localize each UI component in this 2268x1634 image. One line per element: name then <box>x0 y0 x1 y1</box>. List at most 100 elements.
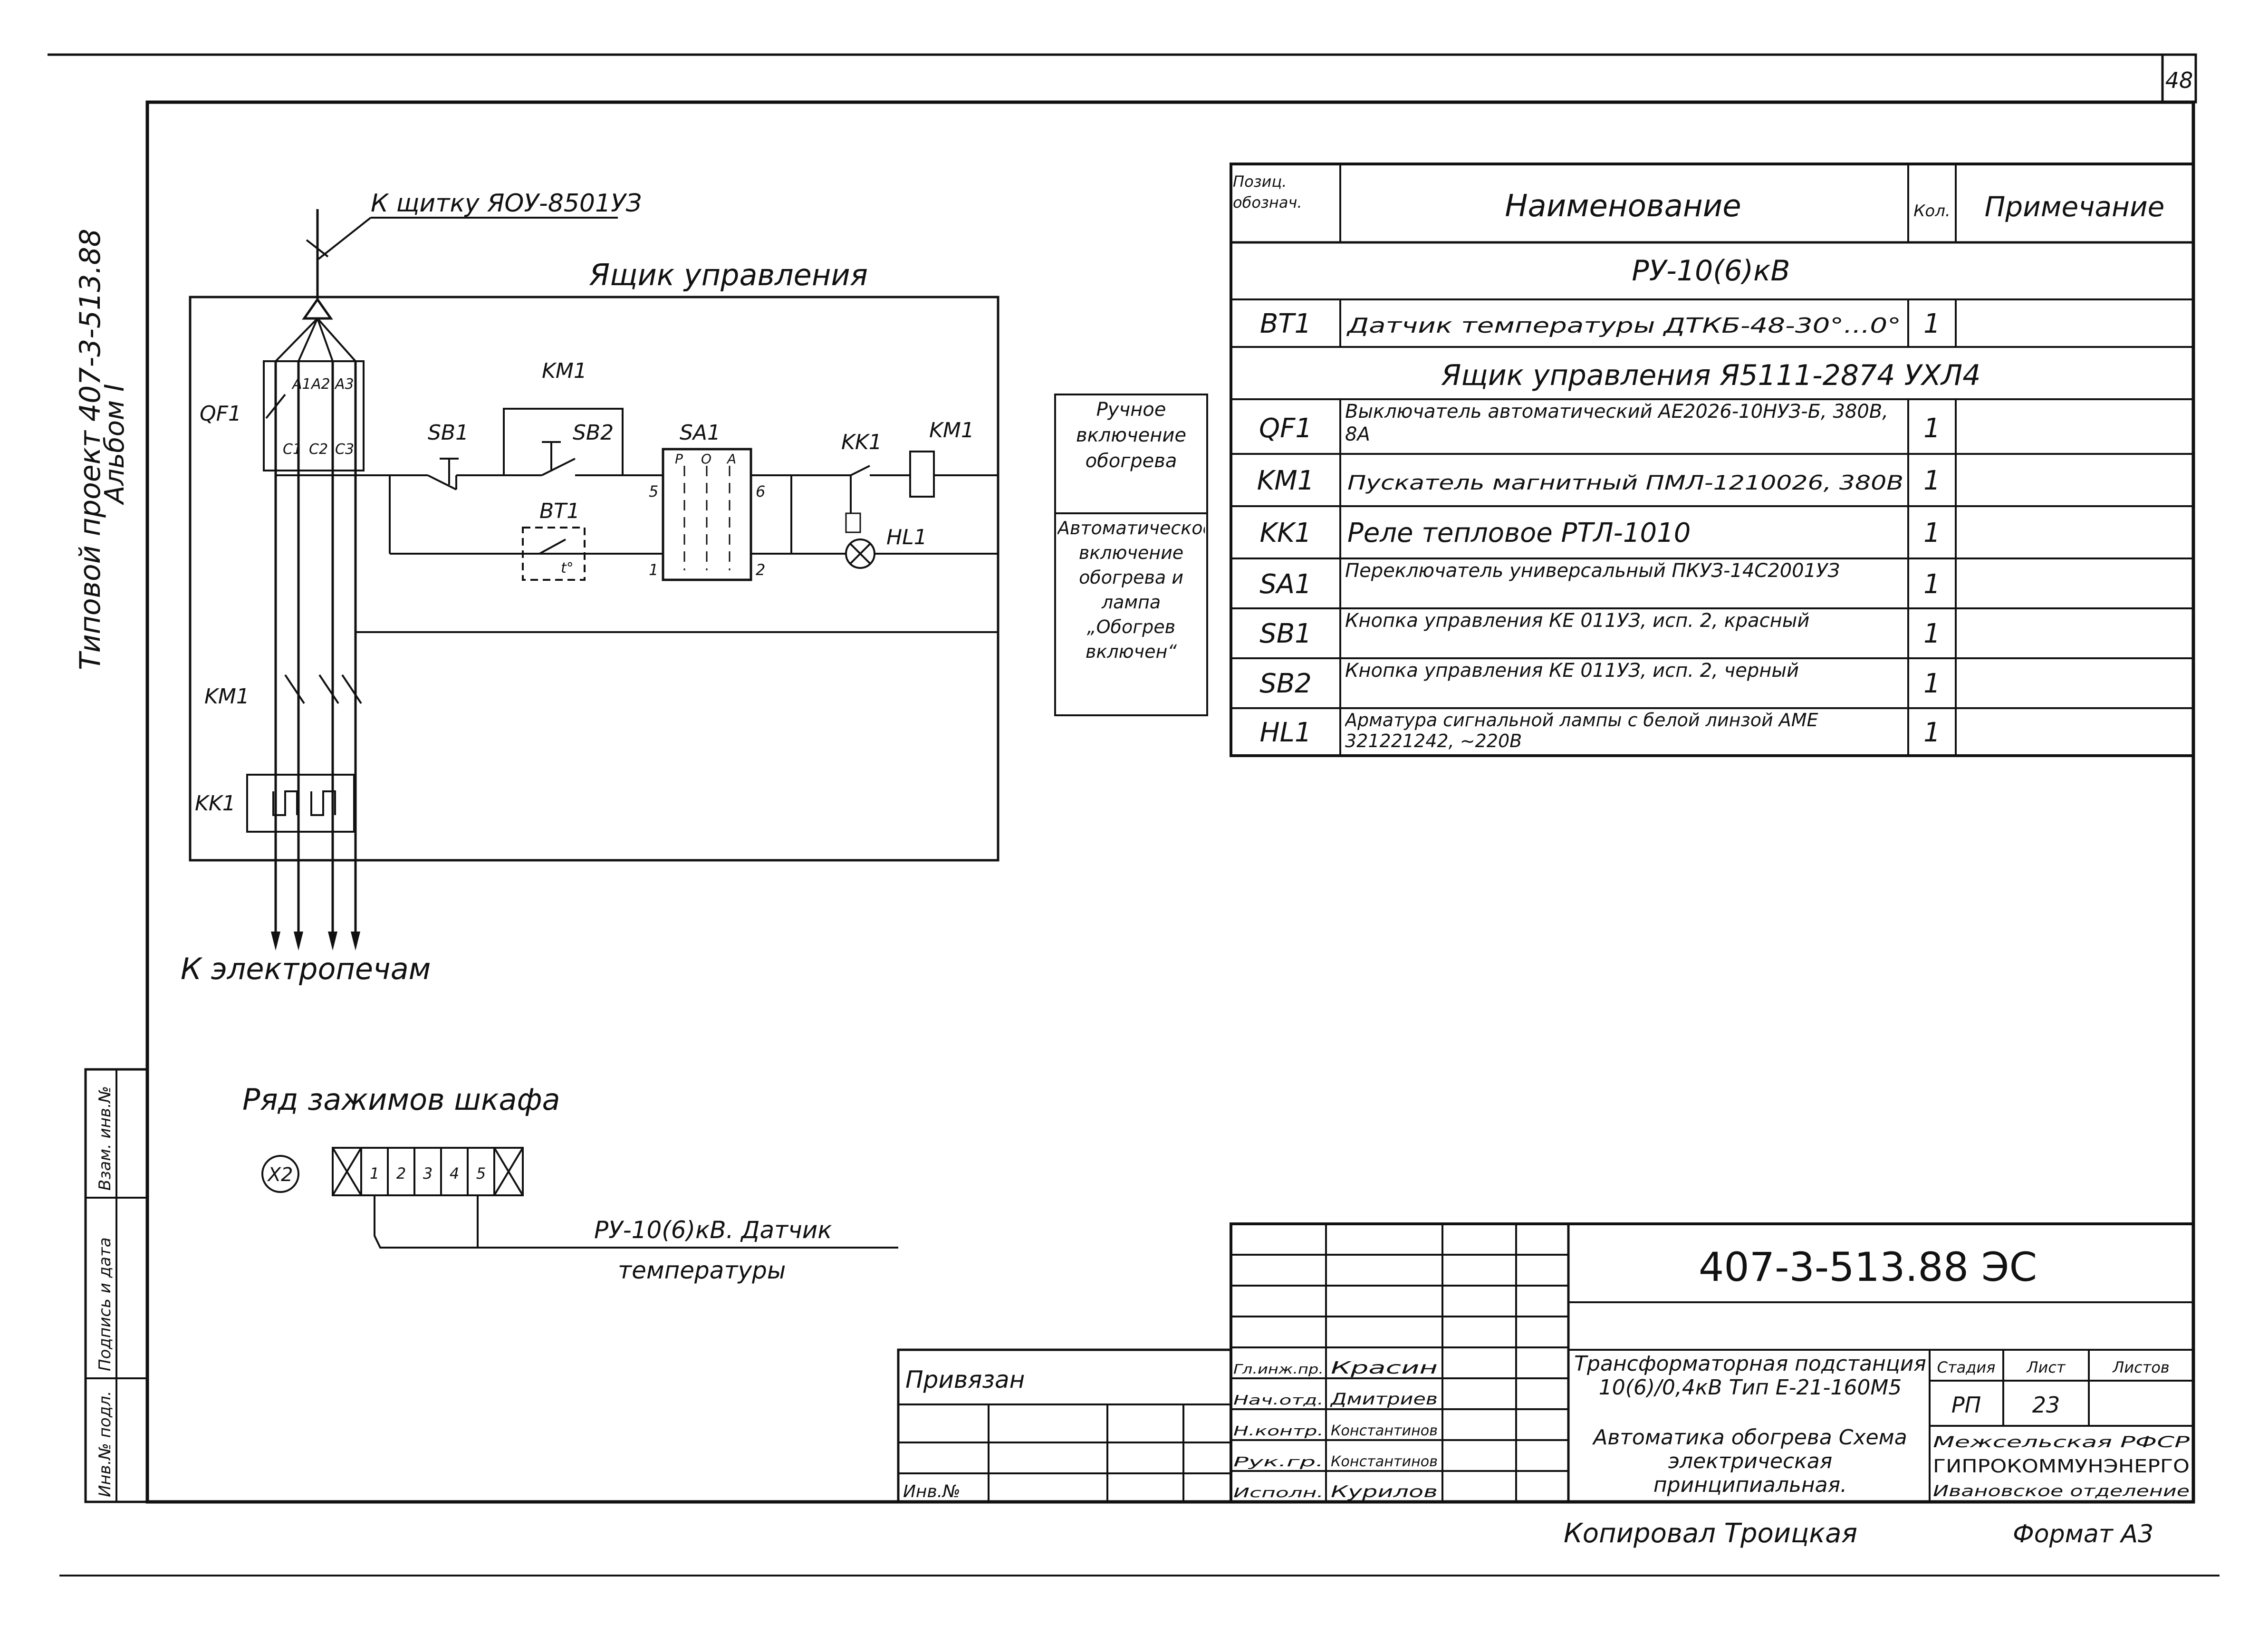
phase-c2: C2 <box>309 441 328 458</box>
spec-row-pos: KK1 <box>1259 518 1311 548</box>
sa1-terminal-1: 1 <box>649 561 658 579</box>
supply-feeder <box>275 209 356 362</box>
role-chief-engineer: Гл.инж.пр. <box>1233 1361 1324 1377</box>
name-dept-head: Дмитриев <box>1329 1390 1438 1409</box>
supply-label: К щитку ЯОУ-8501УЗ <box>371 189 642 218</box>
terminal-5: 5 <box>476 1164 486 1182</box>
kk1-contact-label: KK1 <box>841 430 882 454</box>
terminal-4: 4 <box>450 1164 459 1182</box>
sa1-pos-p: Р <box>675 451 683 467</box>
org-line-3: Ивановское отделение <box>1933 1482 2190 1500</box>
col-header-name: Наименование <box>1505 189 1741 224</box>
spec-row-qty: 1 <box>1923 618 1941 649</box>
spec-row-qty: 1 <box>1923 668 1941 699</box>
sa1-terminal-5: 5 <box>649 482 658 500</box>
spec-row-name: Кнопка управления КЕ 011УЗ, исп. 2, крас… <box>1345 610 1810 632</box>
sheets-label: Листов <box>2112 1358 2170 1376</box>
terminal-2: 2 <box>396 1164 406 1182</box>
name-group-head: Константинов <box>1331 1453 1438 1470</box>
spec-row-name: Реле тепловое РТЛ-1010 <box>1347 518 1691 548</box>
sheet-value: 23 <box>2032 1392 2060 1418</box>
sa1-pos-a: А <box>726 451 736 467</box>
spec-row-qty: 1 <box>1923 465 1941 496</box>
sa1-terminal-2: 2 <box>756 561 765 579</box>
name-executor: Курилов <box>1331 1482 1438 1501</box>
sheet-format: Формат А3 <box>2013 1520 2153 1548</box>
control-circuit <box>276 408 999 633</box>
sa1-label: SA1 <box>680 421 721 445</box>
mode-manual: Ручное включение обогрева <box>1076 399 1186 472</box>
terminal-lead-label-2: температуры <box>618 1257 786 1284</box>
stage-value: РП <box>1951 1392 1981 1418</box>
sheet-number: 48 <box>2165 67 2193 93</box>
spec-row-pos: SB1 <box>1259 618 1312 649</box>
section-ru: РУ-10(6)кВ <box>1632 254 1790 288</box>
phase-c3: C3 <box>335 441 354 458</box>
copied-by: Копировал Троицкая <box>1564 1518 1857 1549</box>
sb1-label: SB1 <box>428 421 469 445</box>
km1-coil-label: KM1 <box>929 418 974 442</box>
terminal-3: 3 <box>423 1164 432 1182</box>
col-header-pos: Позиц. обознач. <box>1233 173 1302 211</box>
spec-row-name: Выключатель автоматический АЕ2026-10НУЗ-… <box>1345 401 1888 445</box>
sheet-frame <box>48 53 2220 1576</box>
title-block-grid <box>897 1222 2195 1503</box>
spec-row-pos: BT1 <box>1260 308 1311 339</box>
col-header-qty: Кол. <box>1913 202 1950 221</box>
km1-main-label: KM1 <box>204 684 250 709</box>
bt1-temp-symbol: t° <box>561 560 574 577</box>
name-chief-engineer: Красин <box>1331 1358 1438 1378</box>
sa1-pos-o: О <box>701 451 711 467</box>
sa1-terminal-6: 6 <box>756 482 765 500</box>
strip-replace-inv: Взам. инв.№ <box>96 1086 115 1191</box>
hl1-label: HL1 <box>886 525 927 549</box>
left-strip <box>84 1068 149 1503</box>
sb2-label: SB2 <box>573 421 614 445</box>
org-line-1: Межсельская РФСР <box>1933 1433 2190 1451</box>
drawing-title: Автоматика обогрева Схема электрическая … <box>1593 1426 1907 1497</box>
object-title: Трансформаторная подстанция 10(6)/0,4кВ … <box>1574 1352 1926 1400</box>
strip-orig-inv: Инв.№ подл. <box>96 1391 115 1497</box>
spec-row-name: Датчик температуры ДТКБ-48-30°...0° <box>1346 314 1901 338</box>
qf1-label: QF1 <box>200 402 241 426</box>
stage-label: Стадия <box>1937 1358 1996 1376</box>
phase-a3: A3 <box>334 376 354 393</box>
spec-row-qty: 1 <box>1923 569 1941 600</box>
km1-contact-label: KM1 <box>542 359 587 383</box>
spec-row-pos: QF1 <box>1259 413 1312 444</box>
phase-a2: A2 <box>310 376 330 393</box>
power-circuit <box>246 360 365 951</box>
role-executor: Исполн. <box>1233 1485 1324 1500</box>
sheet-label: Лист <box>2026 1358 2066 1376</box>
org-line-2: ГИПРОКОММУНЭНЕРГО <box>1933 1456 2190 1477</box>
spec-row-qty: 1 <box>1923 308 1941 339</box>
modes-legend <box>1054 394 1208 716</box>
spec-row-pos: HL1 <box>1260 717 1312 748</box>
spec-row-name: Переключатель универсальный ПКУЗ-14С2001… <box>1345 560 1840 582</box>
terminal-lead-label-1: РУ-10(6)кВ. Датчик <box>594 1216 832 1244</box>
spec-row-pos: SB2 <box>1259 668 1312 699</box>
terminal-1: 1 <box>370 1164 379 1182</box>
doc-code: 407-3-513.88 ЭС <box>1699 1244 2037 1290</box>
role-group-head: Рук.гр. <box>1233 1454 1324 1470</box>
spec-row-pos: SA1 <box>1259 569 1311 600</box>
bt1-label: BT1 <box>539 499 580 523</box>
kk1-main-label: KK1 <box>195 791 236 816</box>
spec-row-name: Арматура сигнальной лампы с белой линзой… <box>1345 710 1818 751</box>
role-dept-head: Нач.отд. <box>1233 1392 1324 1408</box>
name-norm-control: Константинов <box>1331 1423 1438 1439</box>
spec-row-qty: 1 <box>1923 717 1941 748</box>
album-side-label: Альбом I <box>99 384 130 505</box>
spec-row-name: Пускатель магнитный ПМЛ-1210026, 380В <box>1347 471 1903 494</box>
spec-row-qty: 1 <box>1923 518 1941 548</box>
control-box-title: Ящик управления <box>589 258 868 292</box>
role-norm-control: Н.контр. <box>1233 1423 1324 1439</box>
spec-row-qty: 1 <box>1923 413 1941 444</box>
load-label: К электропечам <box>181 952 431 986</box>
phase-c1: C1 <box>283 441 302 458</box>
terminal-row-title: Ряд зажимов шкафа <box>242 1082 560 1117</box>
section-box: Ящик управления Я5111-2874 УХЛ4 <box>1441 359 1981 392</box>
spec-row-pos: KM1 <box>1257 465 1315 496</box>
inv-number-label: Инв.№ <box>903 1482 961 1501</box>
